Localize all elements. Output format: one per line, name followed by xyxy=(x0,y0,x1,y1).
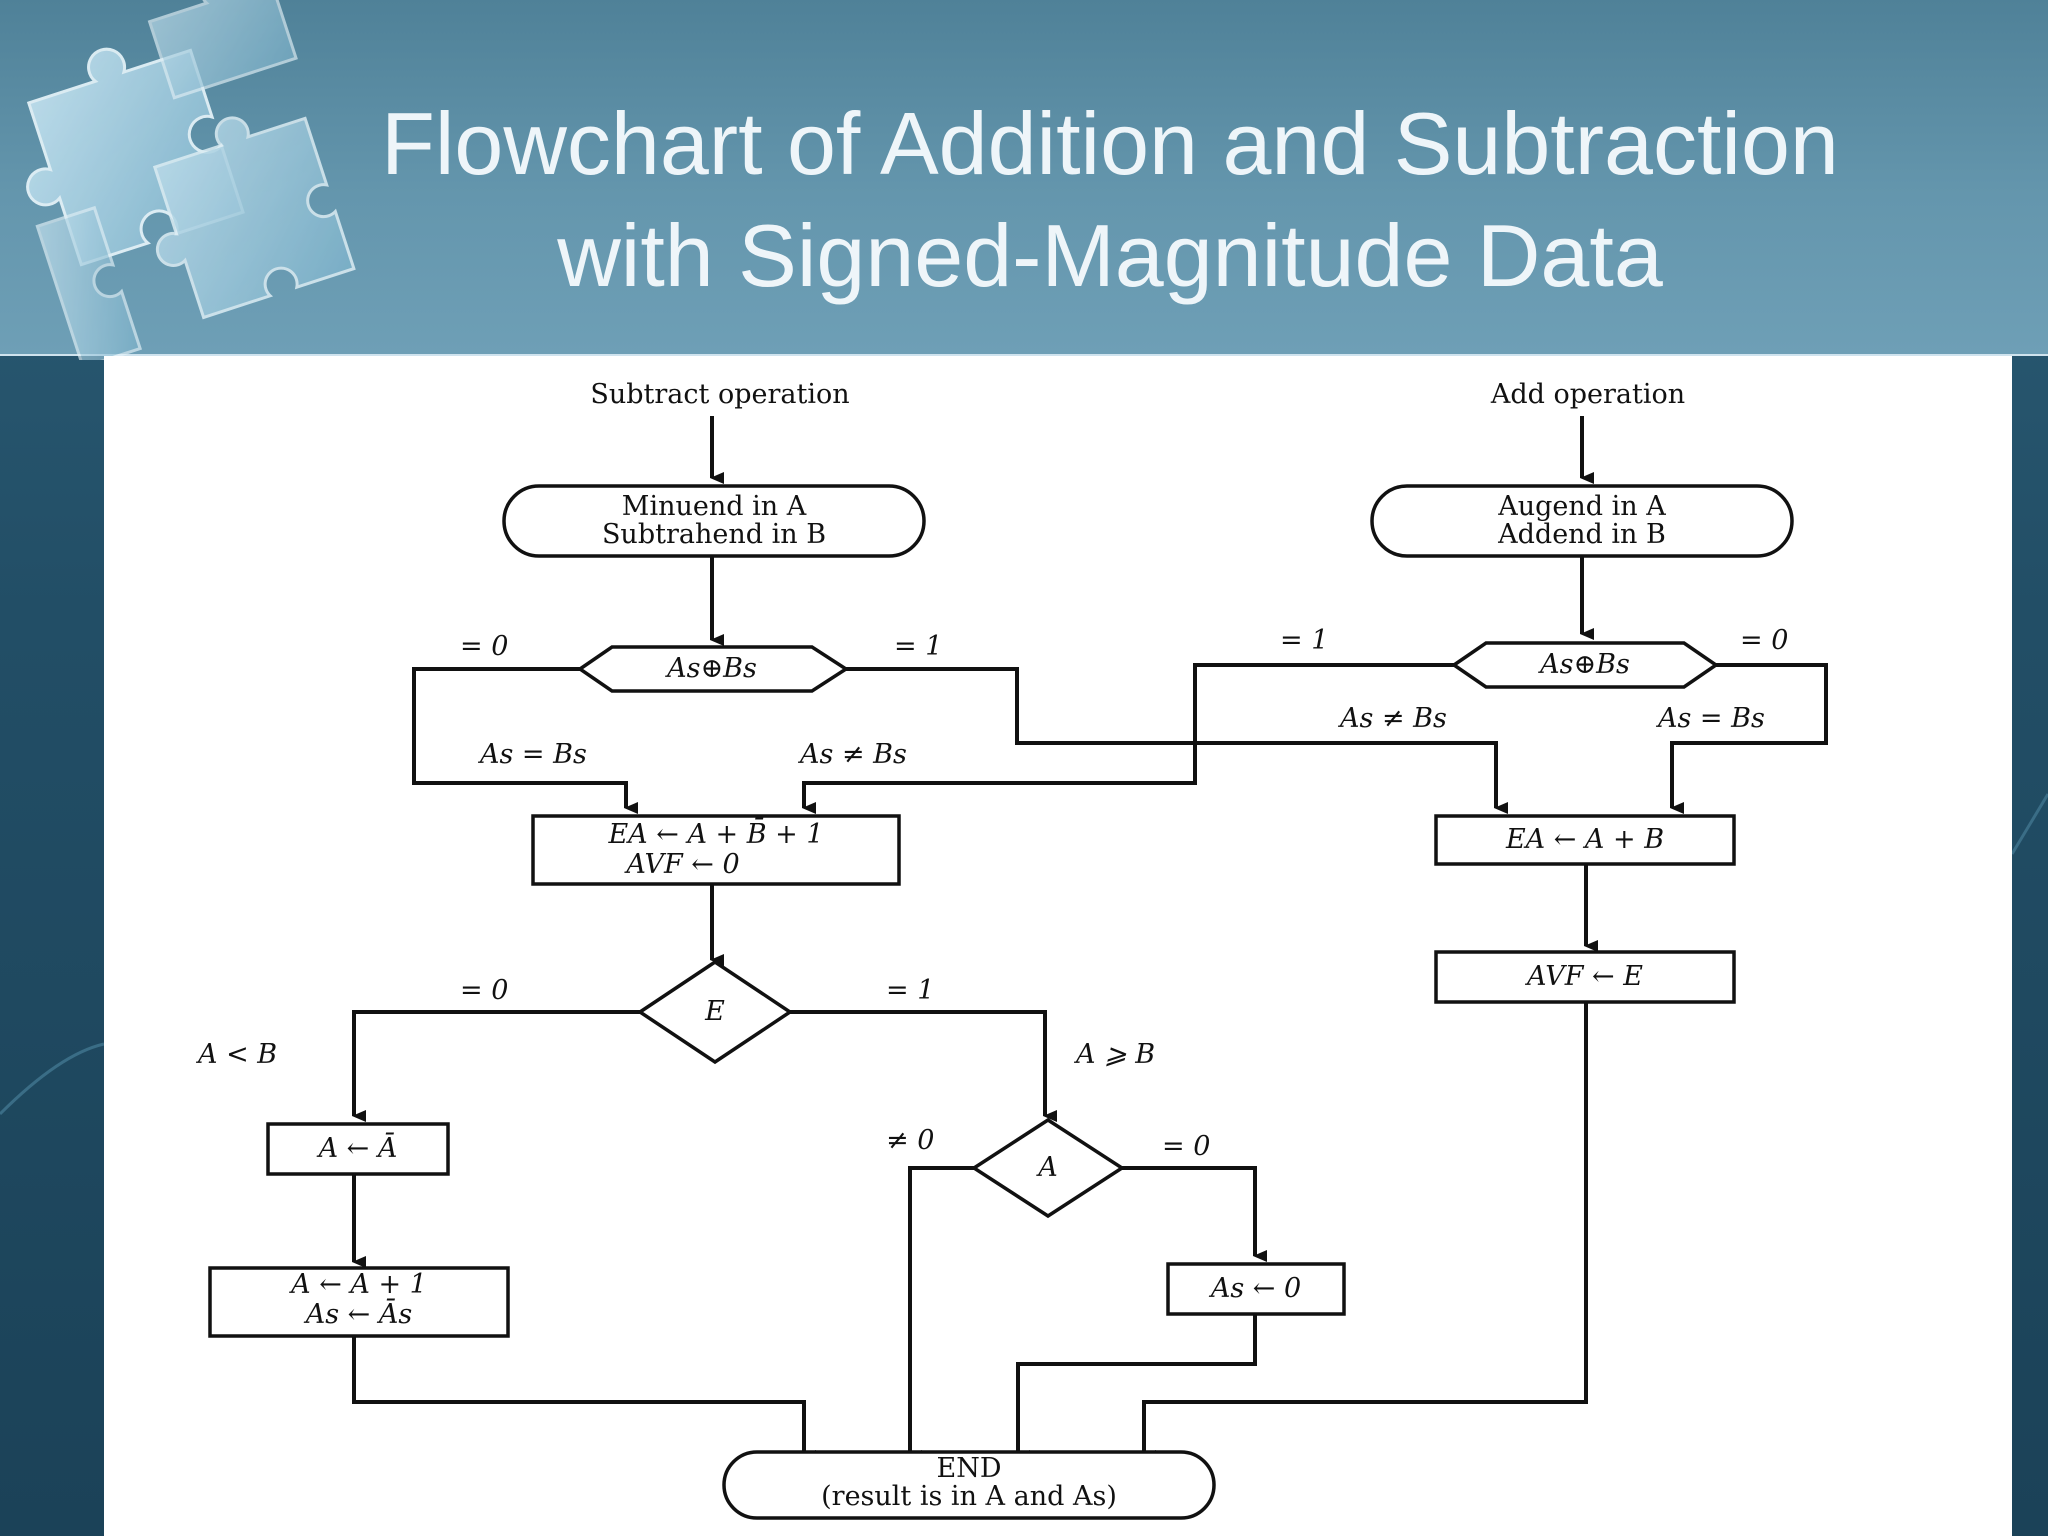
end-box xyxy=(722,1450,1216,1520)
e-diamond-text: E xyxy=(705,996,725,1027)
path-avf-to-end xyxy=(1142,1002,1588,1462)
clear-sign-box xyxy=(1166,1262,1346,1316)
xor-right-text: As⊕Bs xyxy=(1540,649,1630,680)
a-decision-diamond xyxy=(970,1117,1126,1219)
path-right-eq0 xyxy=(1670,663,1828,814)
a-diamond-text: A xyxy=(1038,1152,1058,1183)
cond-as-ne-bs-right: As ≠ Bs xyxy=(1340,703,1447,734)
subtract-operation-label: Subtract operation xyxy=(590,379,850,410)
a-eq0-label: = 0 xyxy=(1162,1131,1211,1162)
end-result-text: (result is in A and As) xyxy=(821,1481,1117,1512)
avf-process-box xyxy=(1434,950,1736,1004)
background-decoration xyxy=(0,793,2048,1116)
sub-box-line2: AVF ← 0 xyxy=(626,849,740,880)
title-line-2: with Signed-Magnitude Data xyxy=(557,206,1663,305)
add-box-text: EA ← A + B xyxy=(1505,824,1665,855)
puzzle-logo-icon xyxy=(26,0,356,360)
start-box-subtract xyxy=(502,484,926,558)
increment-line1: A ← A + 1 xyxy=(291,1269,427,1300)
slide-header xyxy=(0,0,2048,356)
path-left-eq0 xyxy=(412,667,638,814)
cond-as-eq-bs-left: As = Bs xyxy=(480,739,587,770)
left-xor-eq0-label: = 0 xyxy=(460,631,509,662)
left-xor-eq1-label: = 1 xyxy=(894,631,943,662)
path-a-eq0 xyxy=(1122,1166,1267,1262)
flowchart-diagram: Subtract operation Add operation Minuend… xyxy=(104,356,2012,1536)
clear-sign-text: As ← 0 xyxy=(1210,1273,1302,1304)
a-ne0-label: ≠ 0 xyxy=(886,1125,935,1156)
flowchart-graphics xyxy=(208,416,1828,1520)
add-process-box xyxy=(1434,814,1736,866)
cond-as-eq-bs-right: As = Bs xyxy=(1658,703,1765,734)
path-e-eq0 xyxy=(352,1010,640,1122)
e-eq1-label: = 1 xyxy=(886,975,935,1006)
right-xor-eq0-label: = 0 xyxy=(1740,625,1789,656)
xor-hexagon-left xyxy=(576,645,850,693)
cond-as-ne-bs-left: As ≠ Bs xyxy=(800,739,907,770)
cond-a-lt-b: A < B xyxy=(198,1039,278,1070)
sub-process-box xyxy=(531,814,901,886)
e-eq0-label: = 0 xyxy=(460,975,509,1006)
slide-title: Flowchart of Addition and Subtraction wi… xyxy=(300,88,1920,312)
xor-left-text: As⊕Bs xyxy=(667,653,757,684)
increment-line2: As ← Ās xyxy=(305,1299,413,1330)
right-xor-eq1-label: = 1 xyxy=(1280,625,1329,656)
path-a-ne0 xyxy=(908,1166,974,1462)
subtrahend-text: Subtrahend in B xyxy=(601,519,827,550)
minuend-text: Minuend in A xyxy=(621,491,807,522)
increment-box xyxy=(208,1266,510,1338)
path-e-eq1 xyxy=(790,1010,1057,1122)
complement-text: A ← Ā xyxy=(318,1133,398,1164)
path-clear-to-end xyxy=(1016,1314,1257,1462)
start-box-add xyxy=(1370,484,1794,558)
augend-text: Augend in A xyxy=(1498,491,1666,522)
e-decision-diamond xyxy=(636,959,794,1065)
add-operation-label: Add operation xyxy=(1490,379,1686,410)
addend-text: Addend in B xyxy=(1498,519,1666,550)
xor-hexagon-right xyxy=(1450,641,1720,689)
title-line-1: Flowchart of Addition and Subtraction xyxy=(381,94,1839,193)
avf-box-text: AVF ← E xyxy=(1527,961,1643,992)
cond-a-ge-b: A ⩾ B xyxy=(1076,1039,1156,1070)
path-right-eq1 xyxy=(802,663,1454,814)
sub-box-line1: EA ← A + B̄ + 1 xyxy=(608,819,824,850)
end-text: END xyxy=(936,1453,1002,1484)
complement-box xyxy=(266,1122,450,1176)
path-inc-to-end xyxy=(352,1336,816,1462)
path-left-eq1 xyxy=(846,667,1508,814)
